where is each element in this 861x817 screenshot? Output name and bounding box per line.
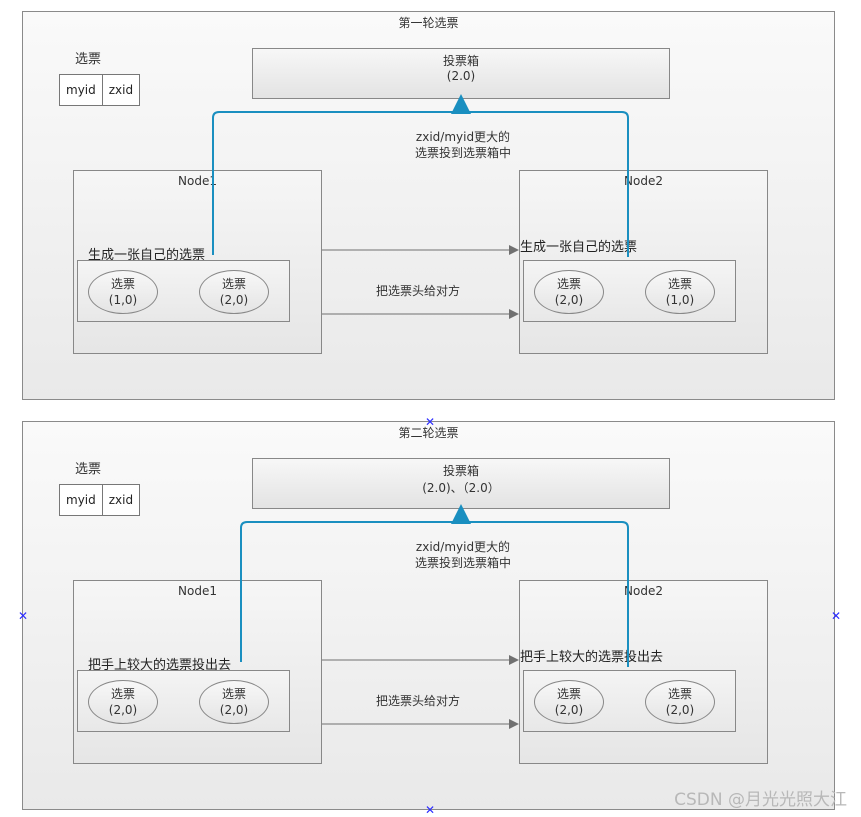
round1-ballot-label: 选票 <box>75 52 102 67</box>
node1-caption: 把手上较大的选票投出去 <box>88 658 232 673</box>
node1-title: Node1 <box>178 584 217 598</box>
vote-ellipse: 选票 (1,0) <box>645 270 715 314</box>
node2-caption: 生成一张自己的选票 <box>520 240 638 255</box>
round1-arrow-note: zxid/myid更大的 选票投到选票箱中 <box>393 129 533 161</box>
vote-label: 选票 <box>221 687 246 701</box>
vote-ellipse: 选票 (2,0) <box>645 680 715 724</box>
round2-ballot-box: 投票箱 (2.0)、（2.0） <box>252 458 670 509</box>
zxid-cell: zxid <box>101 75 139 105</box>
vote-ellipse: 选票 (1,0) <box>88 270 158 314</box>
vote-ellipse: 选票 (2,0) <box>199 680 269 724</box>
vote-value: (2,0) <box>219 703 249 717</box>
vote-label: 选票 <box>221 277 246 291</box>
watermark: CSDN @月光光照大江 <box>674 790 847 810</box>
node2-vote-row: 选票 (2,0) 选票 (2,0) <box>523 670 736 732</box>
round2-title: 第二轮选票 <box>398 426 459 440</box>
vote-label: 选票 <box>110 277 135 291</box>
selection-marker-icon: ✕ <box>425 803 436 817</box>
round2-node1-vote-line <box>240 521 456 662</box>
round2-ballot-label: 选票 <box>75 462 102 477</box>
vote-label: 选票 <box>667 687 692 701</box>
vote-value: (2,0) <box>665 703 695 717</box>
round2-node1: Node1 把手上较大的选票投出去 选票 (2,0) 选票 (2,0) <box>73 580 322 764</box>
node2-vote-row: 选票 (2,0) 选票 (1,0) <box>523 260 736 322</box>
zxid-cell: zxid <box>101 485 139 515</box>
selection-marker-icon: ✕ <box>831 609 842 623</box>
round2-key-table: myid zxid <box>59 484 141 516</box>
round2-node2-vote-line <box>466 521 629 667</box>
vote-value: (2,0) <box>554 703 584 717</box>
round1-title: 第一轮选票 <box>398 16 459 30</box>
ballot-box-title: 投票箱 <box>442 464 479 478</box>
ballot-box-value: (2.0) <box>446 69 476 83</box>
vote-value: (2,0) <box>108 703 138 717</box>
selection-marker-icon: ✕ <box>18 609 29 623</box>
arrow-note-line1: zxid/myid更大的 <box>415 540 511 554</box>
node1-caption: 生成一张自己的选票 <box>88 248 206 263</box>
node1-title: Node1 <box>178 174 217 188</box>
node2-title: Node2 <box>624 174 663 188</box>
round1-node2: Node2 生成一张自己的选票 选票 (2,0) 选票 (1,0) <box>519 170 768 354</box>
round1-node2-vote-line <box>466 111 629 257</box>
arrow-note-line2: 选票投到选票箱中 <box>414 146 511 160</box>
vote-ellipse: 选票 (2,0) <box>534 270 604 314</box>
selection-marker-icon: ✕ <box>425 415 436 429</box>
round2-arrow-note: zxid/myid更大的 选票投到选票箱中 <box>393 539 533 571</box>
ballot-box-title: 投票箱 <box>442 54 479 68</box>
node1-vote-row: 选票 (2,0) 选票 (2,0) <box>77 670 290 732</box>
myid-cell: myid <box>66 493 96 507</box>
arrow-note-line1: zxid/myid更大的 <box>415 130 511 144</box>
round1-key-table: myid zxid <box>59 74 141 106</box>
vote-label: 选票 <box>667 277 692 291</box>
round1-node1: Node1 生成一张自己的选票 选票 (1,0) 选票 (2,0) <box>73 170 322 354</box>
round2-exchange-note: 把选票头给对方 <box>375 694 460 708</box>
vote-ellipse: 选票 (2,0) <box>88 680 158 724</box>
round2-node2: Node2 把手上较大的选票投出去 选票 (2,0) 选票 (2,0) <box>519 580 768 764</box>
vote-value: (1,0) <box>108 293 138 307</box>
vote-value: (2,0) <box>219 293 249 307</box>
round1-ballot-box: 投票箱 (2.0) <box>252 48 670 99</box>
round1-node1-vote-line <box>212 111 456 255</box>
vote-ellipse: 选票 (2,0) <box>534 680 604 724</box>
vote-label: 选票 <box>556 687 581 701</box>
vote-value: (1,0) <box>665 293 695 307</box>
vote-label: 选票 <box>556 277 581 291</box>
vote-value: (2,0) <box>554 293 584 307</box>
round1-panel: 第一轮选票 选票 myid zxid 投票箱 (2.0) zxid/myid更大… <box>22 11 835 400</box>
round1-exchange-note: 把选票头给对方 <box>375 284 460 298</box>
ballot-box-value: (2.0)、（2.0） <box>422 481 500 495</box>
vote-ellipse: 选票 (2,0) <box>199 270 269 314</box>
arrow-note-line2: 选票投到选票箱中 <box>414 556 511 570</box>
node2-title: Node2 <box>624 584 663 598</box>
myid-cell: myid <box>66 83 96 97</box>
vote-label: 选票 <box>110 687 135 701</box>
round2-panel: 第二轮选票 选票 myid zxid 投票箱 (2.0)、（2.0） zxid/… <box>22 421 835 810</box>
node1-vote-row: 选票 (1,0) 选票 (2,0) <box>77 260 290 322</box>
